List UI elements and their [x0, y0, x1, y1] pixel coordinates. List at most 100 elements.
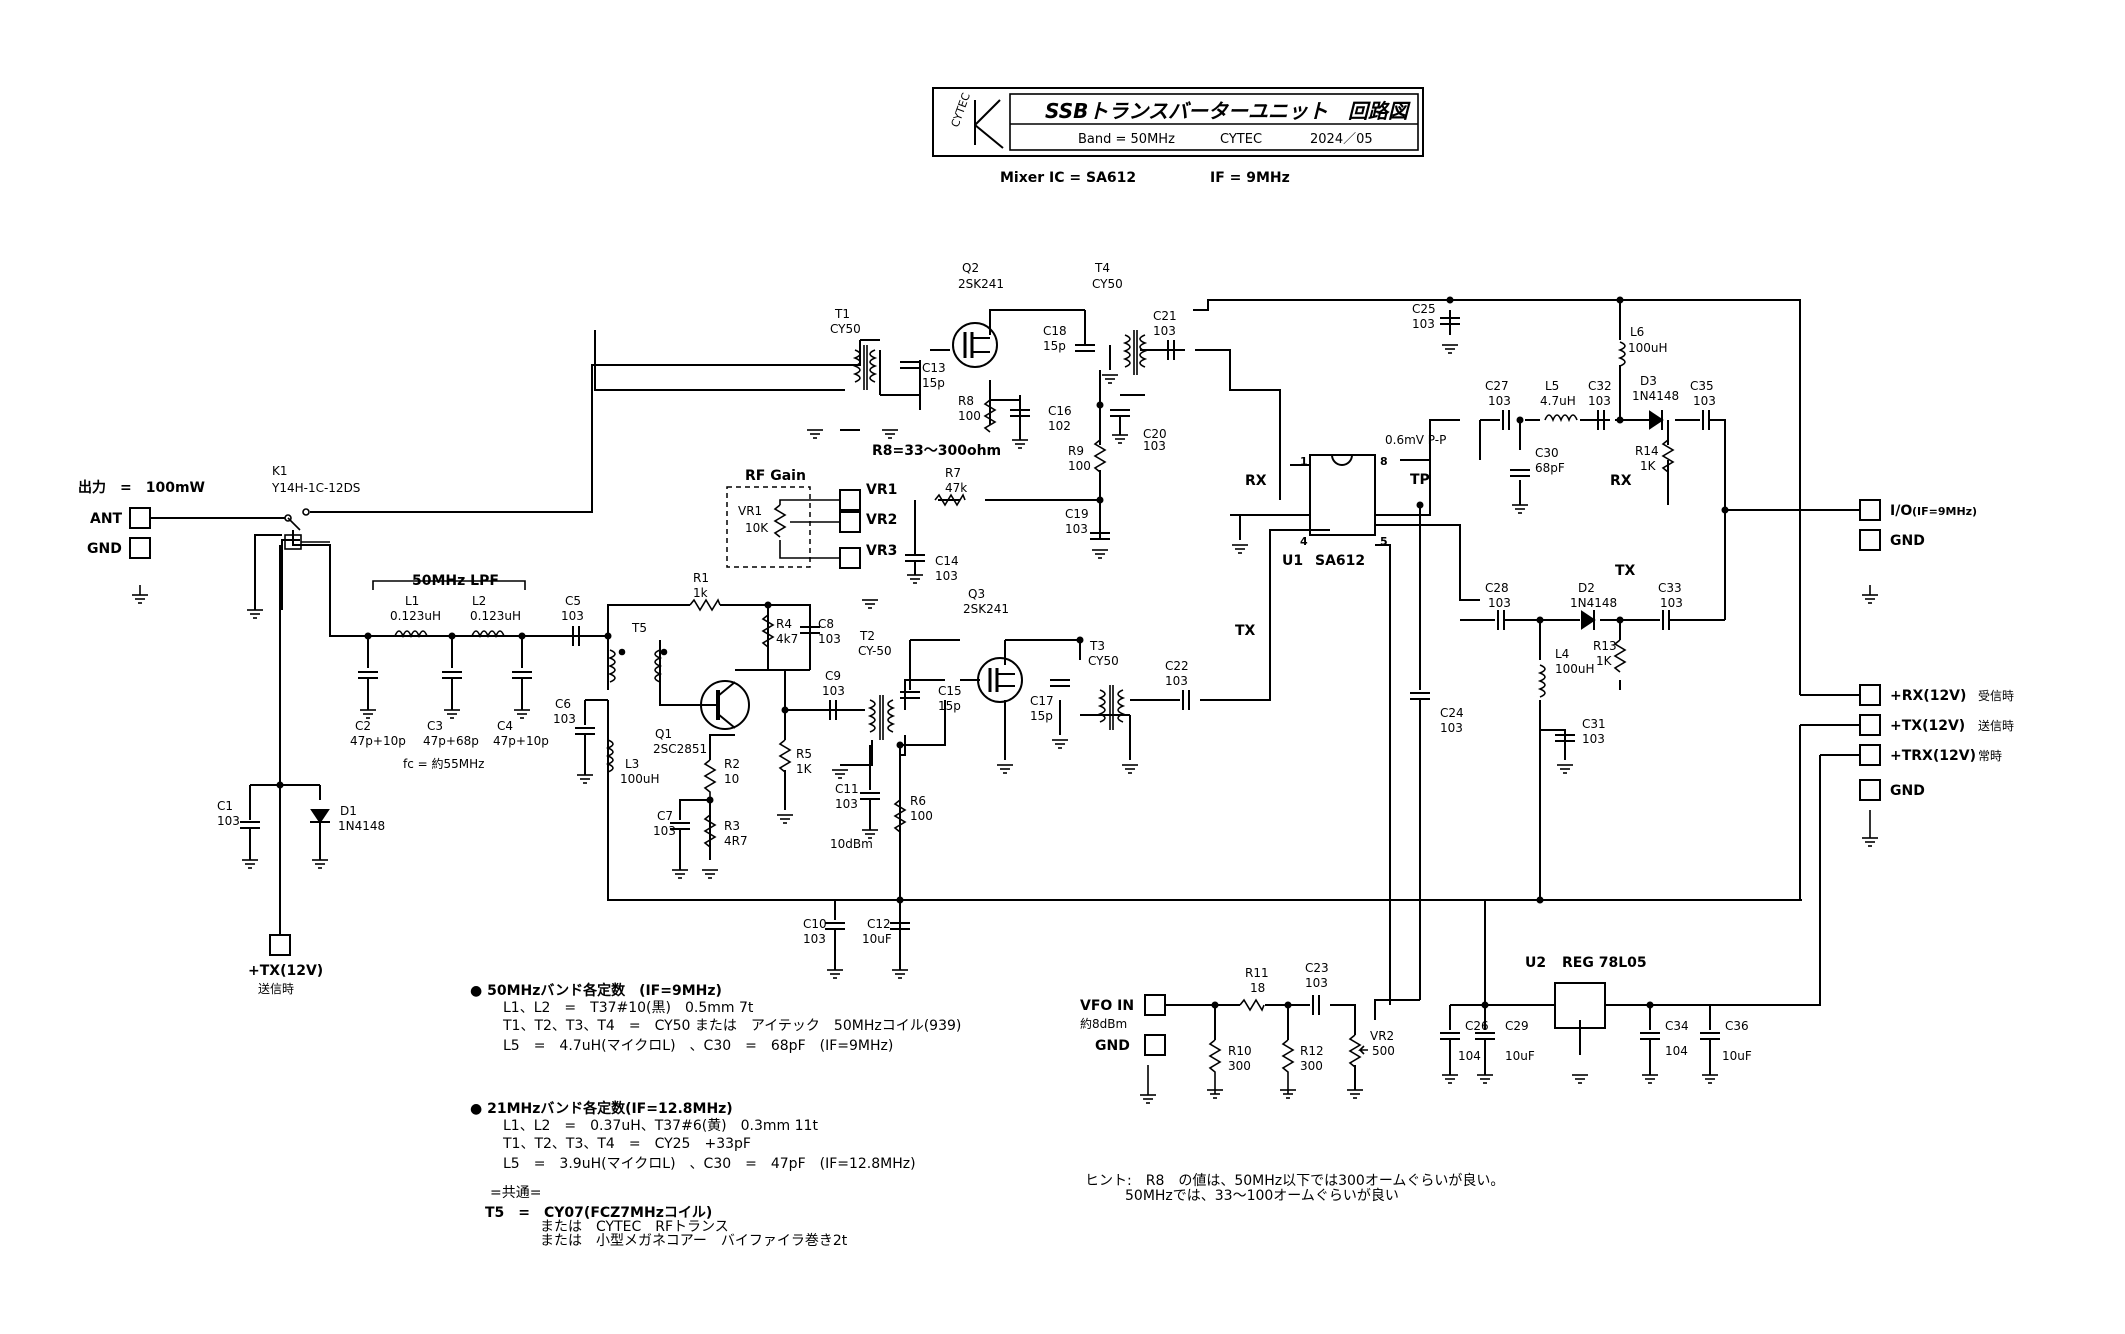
- r12-label: R12: [1300, 1044, 1324, 1058]
- t1-label: T1: [834, 307, 850, 321]
- l4-value: 100uH: [1555, 662, 1595, 676]
- l2-label: L2: [472, 594, 486, 608]
- t2-label: T2: [859, 629, 875, 643]
- diode-d3: [1649, 410, 1664, 430]
- capacitor-c34: [1640, 1032, 1660, 1075]
- resistor-r2: [703, 759, 717, 802]
- r6-value: 100: [910, 809, 933, 823]
- r1-label: R1: [693, 571, 709, 585]
- c31-value: 103: [1582, 732, 1605, 746]
- r1-value: 1k: [693, 586, 708, 600]
- c4-value: 47p+10p: [493, 734, 549, 748]
- l2-value: 0.123uH: [470, 609, 521, 623]
- u2-label: U2: [1525, 955, 1546, 971]
- c26-value: 104: [1458, 1049, 1481, 1063]
- c19-label: C19: [1065, 507, 1089, 521]
- r14-label: R14: [1635, 444, 1659, 458]
- c31-label: C31: [1582, 717, 1606, 731]
- note-21-line2: T1、T2、T3、T4 = CY25 +33pF: [502, 1136, 751, 1152]
- r5-label: R5: [796, 747, 812, 761]
- c33-value: 103: [1660, 596, 1683, 610]
- c4-label: C4: [497, 719, 513, 733]
- capacitor-c22: [1182, 690, 1190, 710]
- c22-value: 103: [1165, 674, 1188, 688]
- logo-text: CYTEC: [949, 91, 973, 129]
- io-label: I/O: [1890, 503, 1912, 519]
- capacitor-c30: [1510, 469, 1530, 477]
- r9-label: R9: [1068, 444, 1084, 458]
- c35-label: C35: [1690, 379, 1714, 393]
- c2-label: C2: [355, 719, 371, 733]
- c2-value: 47p+10p: [350, 734, 406, 748]
- c28-value: 103: [1488, 596, 1511, 610]
- capacitor-c27: [1502, 410, 1510, 430]
- c20-label: C20: [1143, 427, 1167, 441]
- tx-bottom-label: +TX(12V): [248, 963, 323, 979]
- c25-label: C25: [1412, 302, 1436, 316]
- inductor-l6: [1617, 341, 1626, 367]
- gnd1-pad: [129, 537, 151, 559]
- capacitor-c29: [1475, 1032, 1495, 1075]
- l1-label: L1: [405, 594, 419, 608]
- note-21-line1: L1、L2 = 0.37uH、T37#6(黄) 0.3mm 11t: [503, 1117, 818, 1134]
- trx12-note: 常時: [1978, 749, 2002, 763]
- tx-block-label: TX: [1615, 563, 1636, 579]
- hint-line2: 50MHzでは、33～100オームぐらいが良い: [1125, 1188, 1399, 1204]
- c30-value: 68pF: [1535, 461, 1565, 475]
- c27-label: C27: [1485, 379, 1509, 393]
- capacitor-c21: [1167, 340, 1175, 360]
- resistor-r14: [1661, 439, 1675, 473]
- c35-value: 103: [1693, 394, 1716, 408]
- c14-value: 103: [935, 569, 958, 583]
- c19-value: 103: [1065, 522, 1088, 536]
- c34-label: C34: [1665, 1019, 1689, 1033]
- capacitor-c33: [1662, 610, 1670, 630]
- title-block: CYTEC SSBトランスバーターユニット 回路図 Band = 50MHz C…: [932, 87, 1424, 186]
- inductor-l2: [471, 630, 505, 639]
- junction-dots: [276, 296, 1729, 1009]
- r7-label: R7: [945, 466, 961, 480]
- c24-label: C24: [1440, 706, 1464, 720]
- io-pad: [1859, 499, 1881, 521]
- c33-label: C33: [1658, 581, 1682, 595]
- capacitor-c15: [900, 691, 920, 699]
- d2-value: 1N4148: [1570, 596, 1617, 610]
- r13-value: 1K: [1596, 654, 1613, 668]
- output-power-label: 出力 = 100mW: [78, 479, 205, 496]
- relay-k1: [284, 508, 330, 550]
- capacitor-c10: [825, 922, 845, 970]
- c3-value: 47p+68p: [423, 734, 479, 748]
- c27-value: 103: [1488, 394, 1511, 408]
- capacitor-c28: [1497, 610, 1505, 630]
- r8-range-label: R8=33～300ohm: [872, 443, 1001, 459]
- resistor-r1: [689, 598, 721, 612]
- terminal-labels: 出力 = 100mW ANT GND +TX(12V) 送信時 VR1 VR2 …: [78, 479, 2014, 1054]
- t2-value: CY-50: [858, 644, 892, 658]
- l6-value: 100uH: [1628, 341, 1668, 355]
- c29-value: 10uF: [1505, 1049, 1535, 1063]
- if-freq-label: IF = 9MHz: [1210, 170, 1290, 186]
- c1-value: 103: [217, 814, 240, 828]
- component-labels: K1 Y14H-1C-12DS 50MHz LPF fc = 約55MHz RF…: [217, 261, 1752, 1073]
- capacitor-c23: [1312, 995, 1320, 1015]
- note-common-line3: または 小型メガネコアー バイファイラ巻き2t: [540, 1233, 848, 1249]
- c21-label: C21: [1153, 309, 1177, 323]
- note-21-title: ● 21MHzバンド各定数(IF=12.8MHz): [470, 1100, 733, 1117]
- vr3-terminal-label: VR3: [866, 543, 897, 559]
- diode-d2: [1581, 610, 1596, 630]
- c18-value: 15p: [1043, 339, 1066, 353]
- tp-label: TP: [1410, 472, 1430, 488]
- rx-block-label: RX: [1610, 473, 1632, 489]
- r9-value: 100: [1068, 459, 1091, 473]
- r4-value: 4k7: [776, 632, 798, 646]
- capacitor-c7: [670, 822, 690, 870]
- hint-line1: ヒント: R8 の値は、50MHz以下では300オームぐらいが良い。: [1085, 1173, 1504, 1189]
- r12-value: 300: [1300, 1059, 1323, 1073]
- tx-bottom-note: 送信時: [258, 981, 294, 996]
- c11-label: C11: [835, 782, 859, 796]
- gnd3-pad: [1859, 779, 1881, 801]
- rf-gain-box: [726, 486, 840, 568]
- c15-value: 15p: [938, 699, 961, 713]
- tx12-note: 送信時: [1978, 718, 2014, 733]
- c21-value: 103: [1153, 324, 1176, 338]
